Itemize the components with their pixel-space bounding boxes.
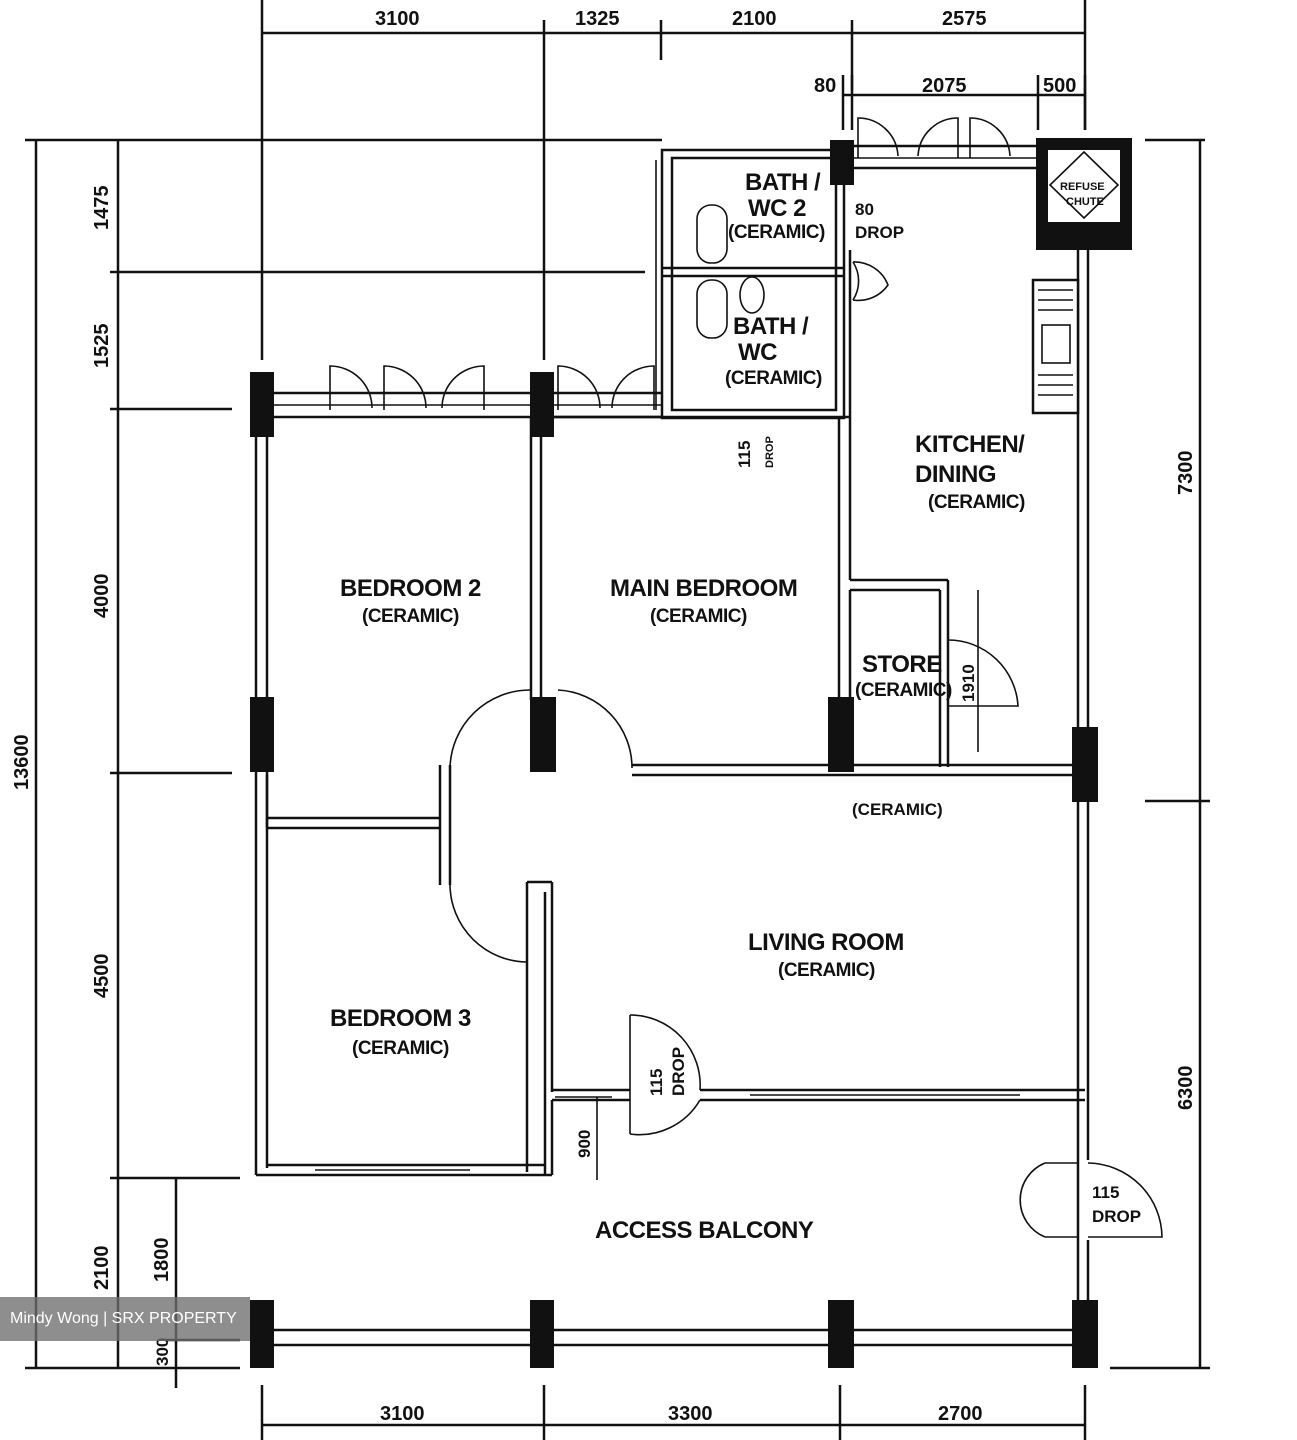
- store-door-dim: 1910: [959, 664, 978, 702]
- refuse-chute-line1: REFUSE: [1060, 181, 1105, 193]
- dim-left-6: 1800: [151, 1238, 173, 1283]
- bath-wc-line1: BATH /: [733, 313, 809, 340]
- living-room-finish: (CERAMIC): [778, 960, 875, 981]
- dim-left-2: 1525: [91, 324, 113, 369]
- dim-left-3: 4000: [91, 574, 113, 619]
- bath-wc-line2: WC: [738, 339, 777, 366]
- bath-wc2-line2: WC 2: [748, 195, 806, 222]
- dim-top-sub-3: 500: [1043, 75, 1076, 97]
- dimension-labels: 3100 1325 2100 2575 80 2075 500 3100 330…: [11, 8, 1197, 1425]
- dim-top-2: 1325: [575, 8, 620, 30]
- dim-corridor: 900: [575, 1130, 594, 1158]
- drop-balcony-label: DROP: [1092, 1207, 1141, 1226]
- drop-living-value: 115: [647, 1069, 666, 1096]
- dim-left-4: 4500: [91, 954, 113, 999]
- dim-left-5: 2100: [91, 1246, 113, 1291]
- kitchen-finish: (CERAMIC): [928, 492, 1025, 513]
- dim-top-4: 2575: [942, 8, 987, 30]
- refuse-chute-line2: CHUTE: [1066, 196, 1104, 208]
- bedroom2-finish: (CERAMIC): [362, 606, 459, 627]
- drop-balcony-value: 115: [1092, 1183, 1119, 1202]
- bath-wc-finish: (CERAMIC): [725, 368, 822, 389]
- dim-bottom-3: 2700: [938, 1403, 983, 1425]
- dim-right-1: 7300: [1175, 451, 1197, 496]
- store-name: STORE: [862, 651, 942, 678]
- walls: [254, 144, 1090, 1347]
- drop-living-label: DROP: [669, 1047, 688, 1096]
- drop-bath2-label: DROP: [855, 223, 904, 242]
- dimension-lines: [25, 0, 1210, 1440]
- drop-bath2-value: 80: [855, 200, 874, 219]
- dim-right-2: 6300: [1175, 1066, 1197, 1111]
- bedroom3-name: BEDROOM 3: [330, 1005, 471, 1032]
- drop-bath1-value: 115: [735, 441, 754, 468]
- dim-left-total: 13600: [11, 734, 33, 790]
- store-finish: (CERAMIC): [855, 680, 952, 701]
- dim-top-1: 3100: [375, 8, 420, 30]
- dim-top-sub-1: 80: [814, 75, 836, 97]
- living-room-name: LIVING ROOM: [748, 929, 904, 956]
- dim-left-7: 300: [153, 1338, 172, 1366]
- bedroom3-finish: (CERAMIC): [352, 1038, 449, 1059]
- bath-wc2-line1: BATH /: [745, 169, 821, 196]
- dim-top-3: 2100: [732, 8, 777, 30]
- dim-bottom-1: 3100: [380, 1403, 425, 1425]
- watermark: Mindy Wong | SRX PROPERTY: [0, 1297, 250, 1341]
- dim-bottom-2: 3300: [668, 1403, 713, 1425]
- living-note: (CERAMIC): [852, 800, 943, 819]
- drop-bath1-label: DROP: [764, 436, 776, 468]
- structural-columns: [250, 138, 1132, 1368]
- kitchen-line1: KITCHEN/: [915, 431, 1025, 458]
- bedroom2-name: BEDROOM 2: [340, 575, 481, 602]
- dim-top-sub-2: 2075: [922, 75, 967, 97]
- main-bedroom-finish: (CERAMIC): [650, 606, 747, 627]
- door-swings: [329, 117, 1163, 1238]
- bath-wc2-finish: (CERAMIC): [728, 222, 825, 243]
- bath-fixtures: [696, 204, 765, 339]
- main-bedroom-name: MAIN BEDROOM: [610, 575, 797, 602]
- kitchen-line2: DINING: [915, 461, 996, 488]
- access-balcony-name: ACCESS BALCONY: [595, 1217, 814, 1244]
- dim-left-1: 1475: [91, 186, 113, 231]
- room-labels: BATH / WC 2 (CERAMIC) 80 DROP BATH / WC …: [330, 169, 1141, 1244]
